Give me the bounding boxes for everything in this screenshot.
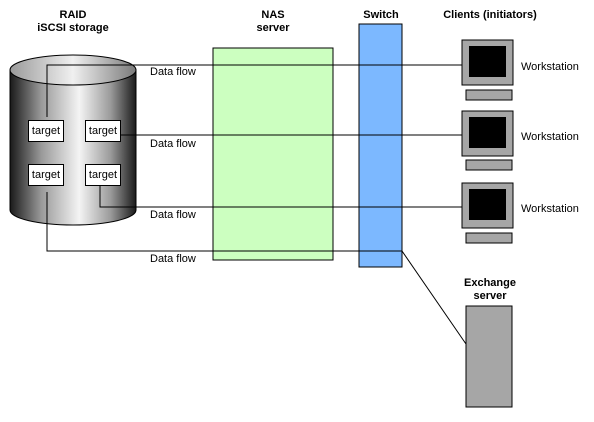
- workstation-label-3: Workstation: [521, 203, 579, 215]
- data-flow-line-4: [46, 192, 467, 345]
- nas-server-title: NAS server: [230, 9, 316, 35]
- nas-server-box: [212, 47, 334, 261]
- exchange-server-title: Exchange server: [450, 277, 530, 303]
- data-flow-label-1: Data flow: [150, 66, 196, 78]
- workstation-label-1: Workstation: [521, 61, 579, 73]
- nas-server-title-line1: NAS: [261, 9, 285, 21]
- target-box-1: target: [28, 120, 64, 142]
- clients-title: Clients (initiators): [443, 9, 537, 21]
- exchange-server-icon: [465, 305, 513, 408]
- data-flow-label-2: Data flow: [150, 138, 196, 150]
- exchange-server-title-line2: server: [473, 290, 507, 302]
- target-box-2: target: [85, 120, 121, 142]
- target-box-3: target: [28, 164, 64, 186]
- raid-storage-title-line2: iSCSI storage: [37, 22, 109, 34]
- raid-storage-cylinder: [9, 54, 137, 226]
- target-box-4: target: [85, 164, 121, 186]
- data-flow-line-3: [99, 186, 462, 208]
- raid-storage-title: RAID iSCSI storage: [20, 9, 126, 35]
- switch-box: [358, 23, 403, 268]
- workstation-label-2: Workstation: [521, 131, 579, 143]
- nas-server-title-line2: server: [256, 22, 290, 34]
- workstation-1-icon: [461, 39, 514, 101]
- data-flow-label-4: Data flow: [150, 253, 196, 265]
- exchange-server-title-line1: Exchange: [464, 277, 516, 289]
- workstation-2-icon: [461, 110, 514, 171]
- switch-title: Switch: [363, 9, 399, 21]
- data-flow-label-3: Data flow: [150, 209, 196, 221]
- raid-storage-title-line1: RAID: [59, 9, 87, 21]
- data-flow-line-1: [46, 64, 462, 117]
- workstation-3-icon: [461, 182, 514, 244]
- data-flow-lines: [46, 64, 467, 345]
